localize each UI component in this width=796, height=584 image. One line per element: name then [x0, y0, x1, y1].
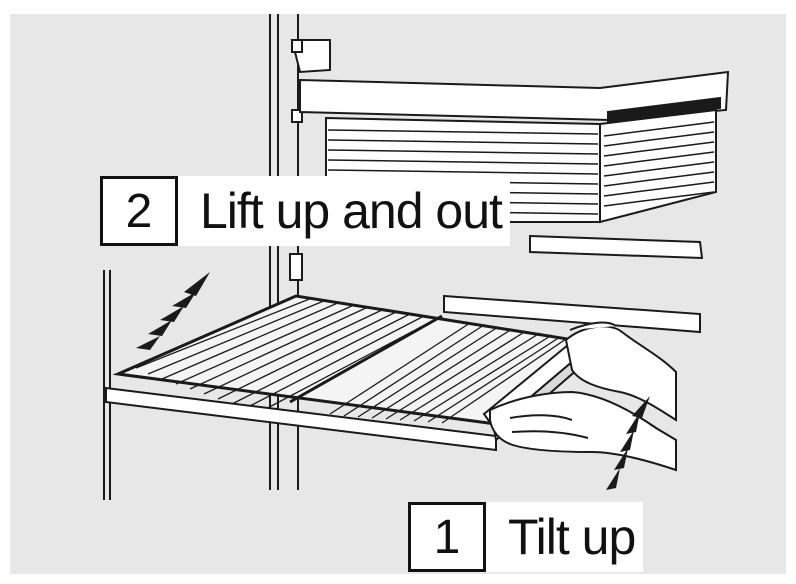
step-1-label: Tilt up	[502, 508, 643, 566]
step-1-callout: 1 Tilt up	[408, 502, 643, 572]
step-2-callout: 2 Lift up and out	[100, 176, 510, 246]
step-2-label: Lift up and out	[194, 182, 510, 240]
step-2-number: 2	[100, 176, 178, 246]
step-1-number: 1	[408, 502, 486, 572]
